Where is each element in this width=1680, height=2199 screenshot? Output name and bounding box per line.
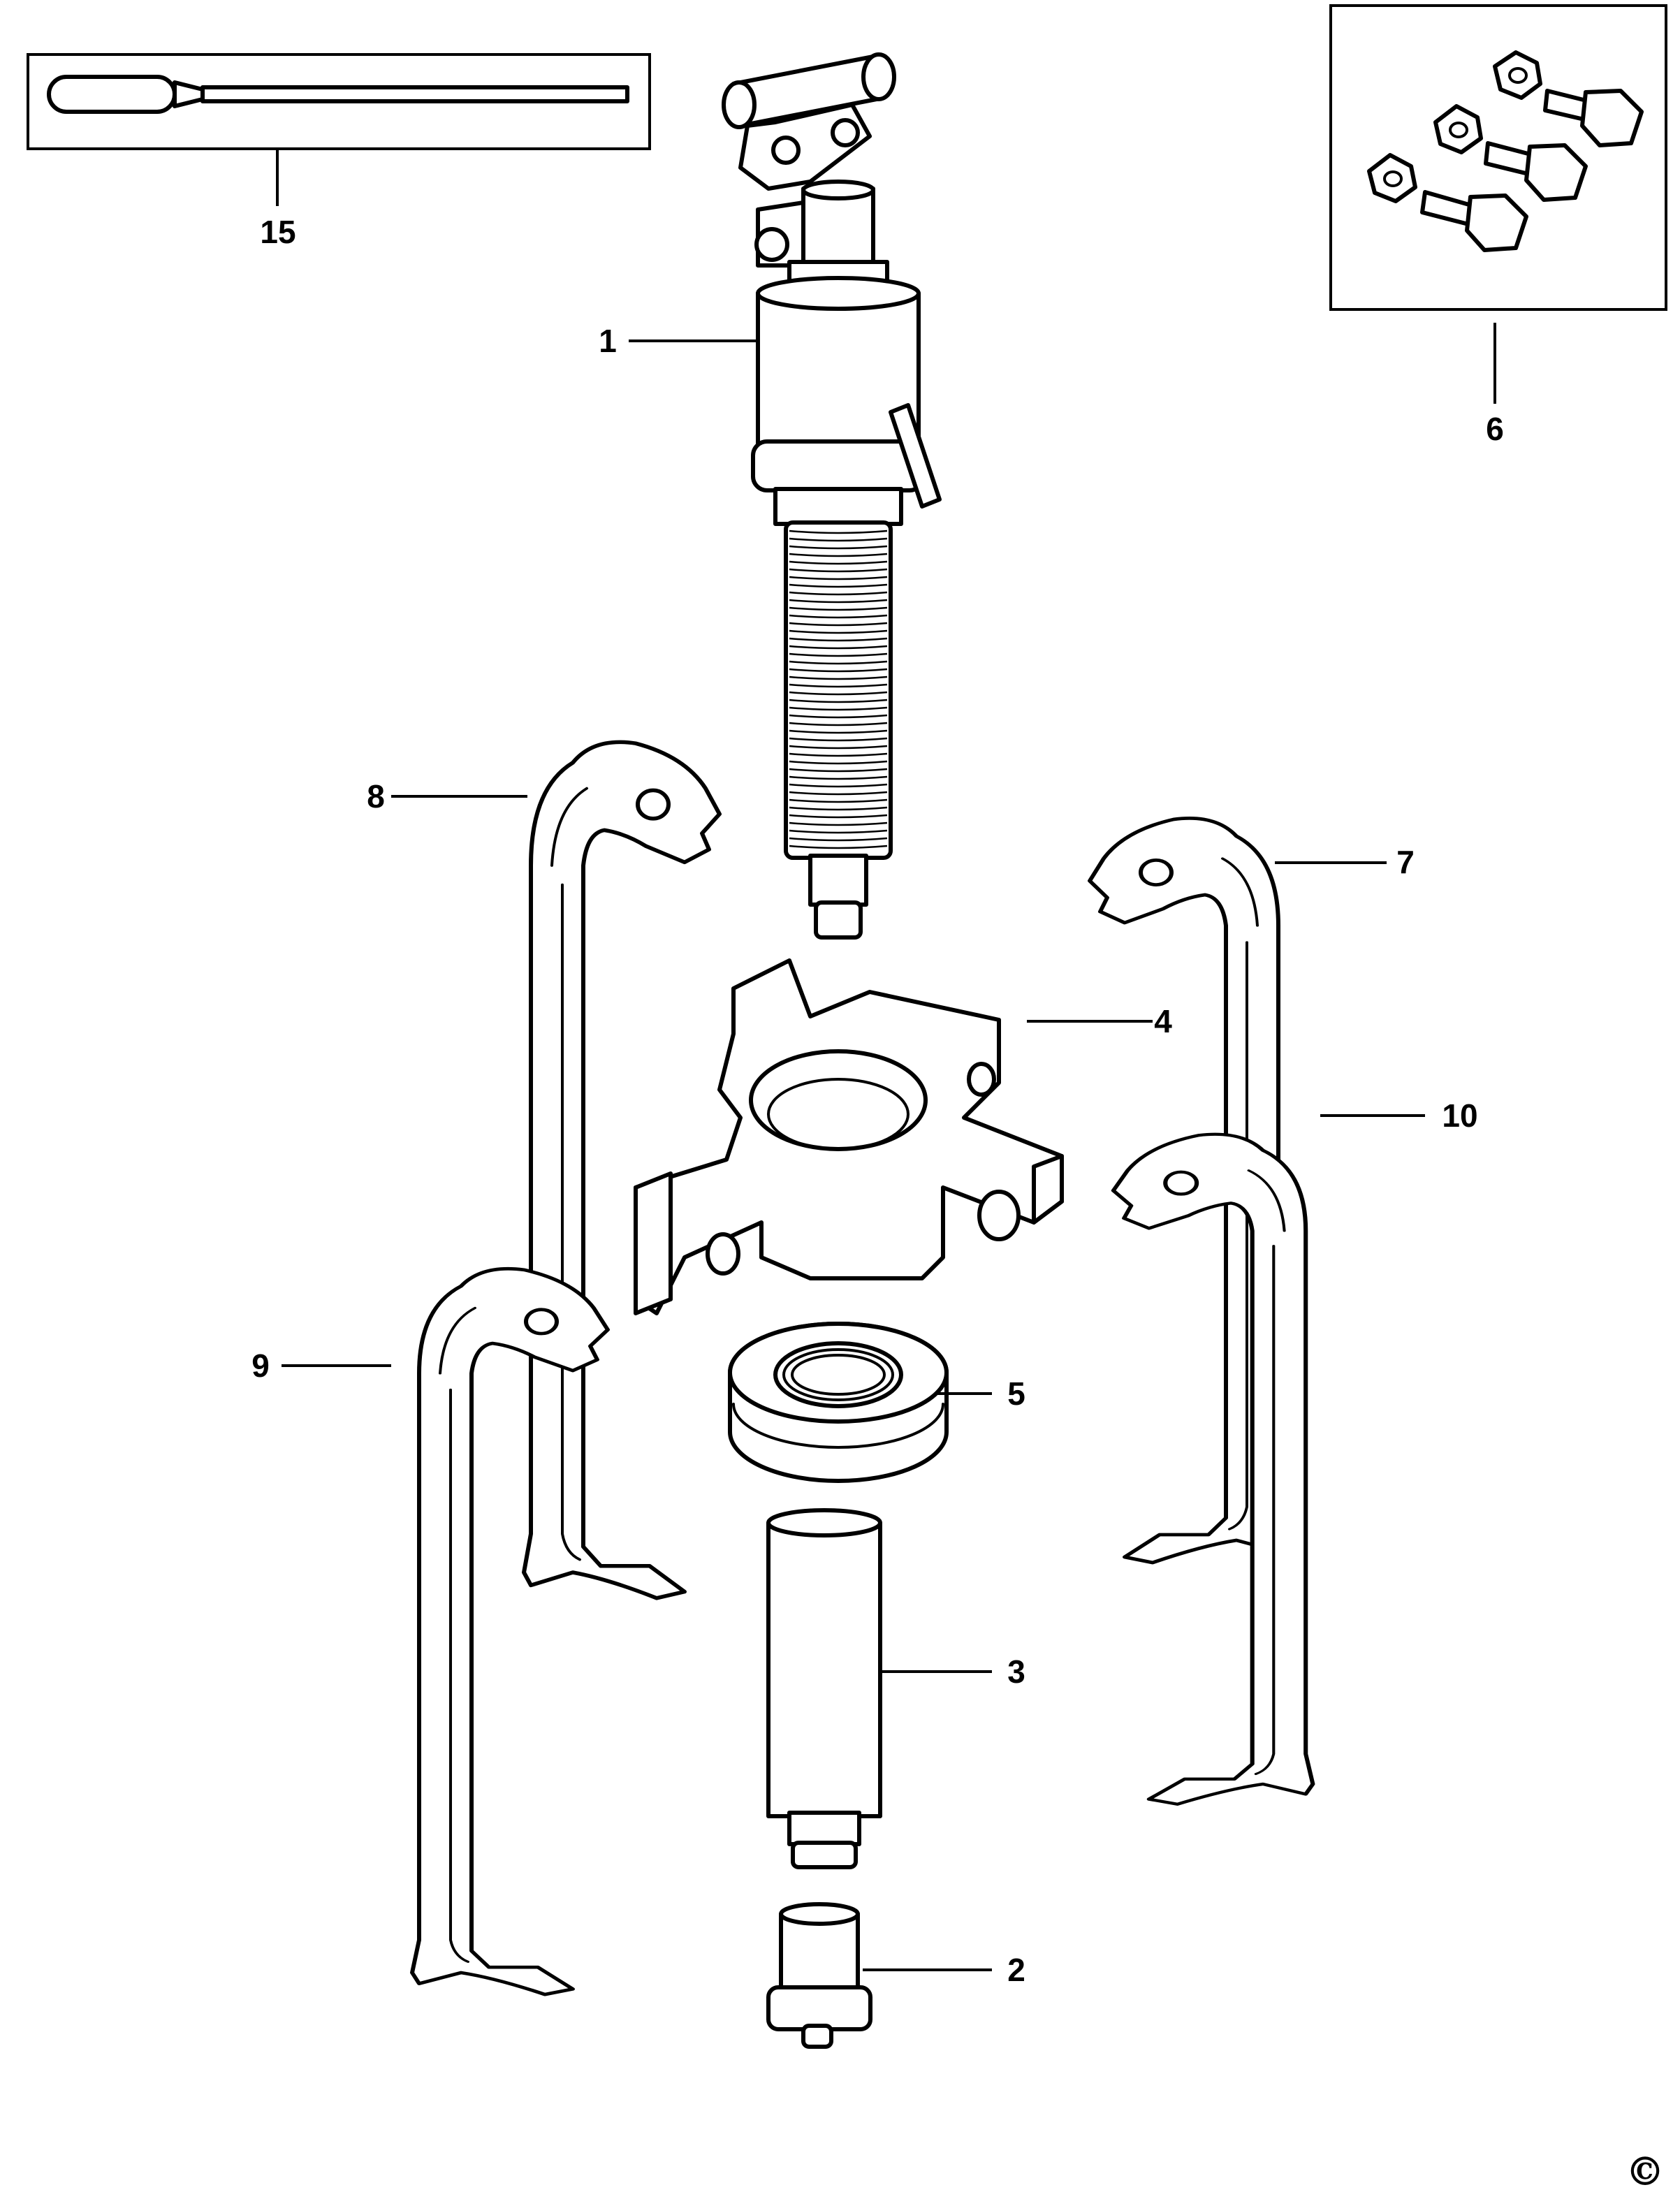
bolt-nut-set-part	[1329, 4, 1667, 404]
swivel-pin-hole-2	[831, 118, 860, 147]
yoke-arm-slot-right	[1032, 1154, 1064, 1225]
jaw-part-9	[282, 1269, 608, 1994]
link-pin	[754, 227, 789, 262]
handle-ferrule	[173, 80, 205, 108]
callout-5: 5	[1007, 1375, 1025, 1412]
plunger-threads	[789, 529, 888, 849]
yoke-center-bore	[749, 1049, 928, 1151]
copyright-mark: ©	[1626, 2149, 1665, 2195]
collar-thread-bore	[773, 1341, 903, 1408]
yoke-part	[634, 958, 1153, 1315]
ram-collar	[751, 439, 926, 492]
callout-2: 2	[1007, 1952, 1025, 1988]
bolt-set-frame	[1329, 4, 1667, 311]
jaw-part-8	[391, 742, 720, 1598]
ram-base-ring	[773, 487, 903, 526]
extension-rod-part	[766, 1508, 992, 1869]
nut-2	[1433, 104, 1483, 154]
callout-3: 3	[1007, 1653, 1025, 1690]
jaw-part-10	[1113, 1114, 1425, 1804]
jaw-part-7	[1090, 818, 1387, 1563]
yoke-bolt-hole-back	[967, 1062, 996, 1097]
tip-head	[766, 1985, 872, 2031]
callout-4: 4	[1154, 1003, 1172, 1039]
handle-grip	[47, 75, 177, 114]
rod-body	[766, 1521, 882, 1818]
callout-10: 10	[1442, 1097, 1477, 1134]
plunger-tip	[808, 854, 868, 907]
yoke-arm-slot-left	[634, 1171, 673, 1315]
swivel-pin-hole	[771, 136, 801, 165]
socket-end-right	[861, 52, 896, 101]
yoke-bolt-hole-left	[706, 1232, 740, 1276]
pump-handle-part	[27, 53, 651, 206]
rod-spigot	[791, 1841, 858, 1869]
adapter-tip-part	[766, 1902, 992, 2049]
socket-end-left	[722, 80, 757, 129]
rod-shoulder	[787, 1811, 861, 1846]
callout-15: 15	[260, 214, 295, 250]
release-valve	[889, 403, 942, 509]
tip-point	[801, 2024, 833, 2049]
hydraulic-ram-part	[629, 52, 942, 940]
callout-6: 6	[1486, 411, 1504, 447]
nut-3	[1367, 153, 1417, 203]
threaded-collar-part	[728, 1322, 992, 1483]
handle-bar	[200, 85, 629, 103]
plunger-nose	[814, 900, 863, 940]
bolt-2	[1484, 141, 1588, 202]
nut-1	[1493, 50, 1542, 100]
bolt-3	[1420, 190, 1528, 252]
callout-8: 8	[367, 778, 385, 814]
pump-handle-frame	[27, 53, 651, 150]
bolt-1	[1543, 89, 1644, 147]
callout-1: 1	[599, 323, 617, 359]
callout-7: 7	[1396, 844, 1415, 880]
ram-threaded-plunger	[784, 520, 893, 860]
callout-9: 9	[251, 1347, 270, 1384]
yoke-bolt-hole-right	[977, 1190, 1021, 1241]
